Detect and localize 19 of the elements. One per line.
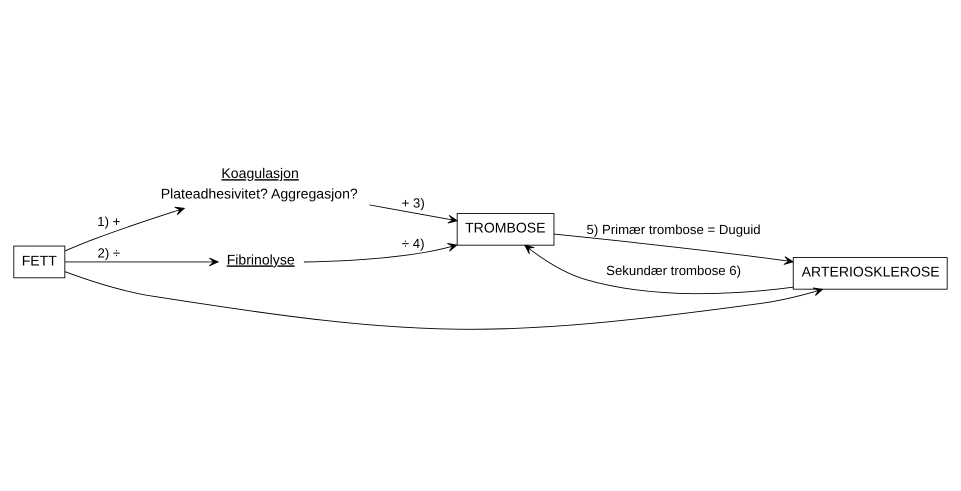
edge-label: + 3) bbox=[402, 194, 425, 210]
arrow bbox=[64, 206, 185, 251]
arrow bbox=[303, 242, 458, 262]
arrow bbox=[554, 233, 794, 264]
arrow bbox=[369, 204, 458, 224]
edge-label: 2) ÷ bbox=[98, 245, 120, 260]
node-label: Plateadhesivitet? Aggregasjon? bbox=[160, 184, 358, 201]
node-box: TROMBOSE bbox=[456, 212, 554, 246]
node-text: Koagulasjon bbox=[221, 164, 299, 181]
edge-label: 1) + bbox=[97, 213, 120, 228]
node-text: Fibrinolyse bbox=[226, 250, 295, 267]
arrow bbox=[524, 244, 794, 294]
arrow bbox=[64, 270, 824, 330]
edge-label: Sekundær trombose 6) bbox=[606, 262, 742, 278]
edge-label: ÷ 4) bbox=[402, 235, 425, 250]
edge-label: 5) Primær trombose = Duguid bbox=[586, 221, 761, 236]
node-box: FETT bbox=[13, 245, 66, 278]
arrow bbox=[64, 257, 219, 266]
node-box: ARTERIOSKLEROSE bbox=[792, 256, 948, 290]
